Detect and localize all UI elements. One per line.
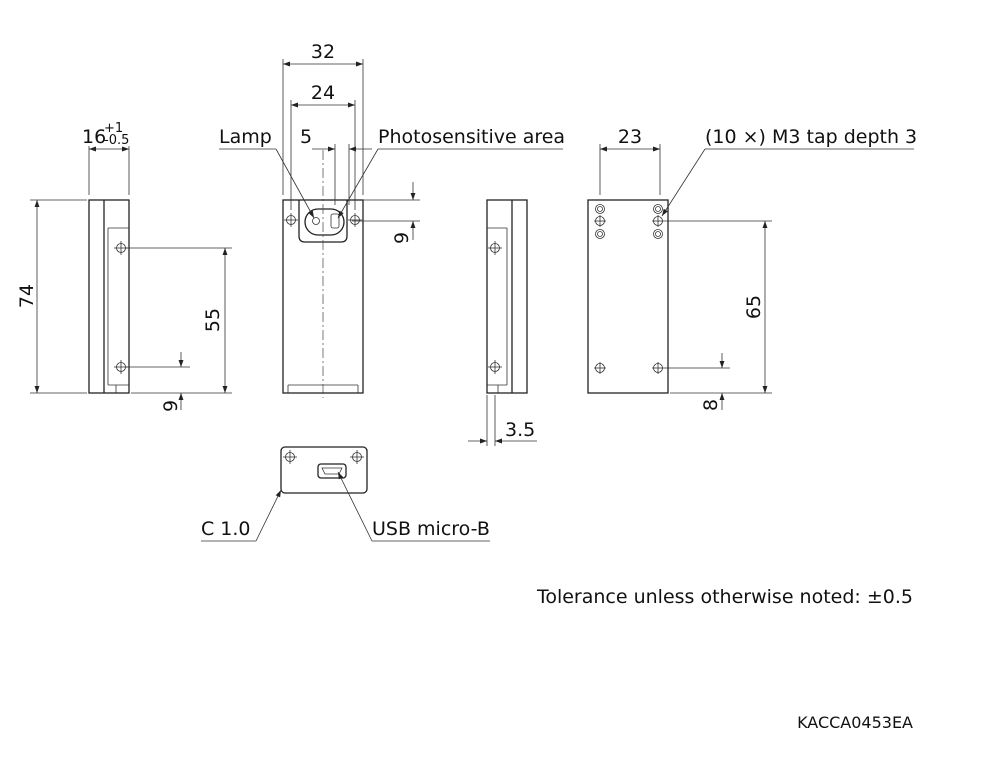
usb-callout: USB micro-B	[337, 471, 490, 542]
thickness-value: 3.5	[505, 419, 535, 441]
side-view-right	[486, 199, 528, 394]
back-width-value: 23	[618, 126, 642, 148]
tolerance-note: Tolerance unless otherwise noted: ±0.5	[536, 586, 913, 608]
lamp-label: Lamp	[219, 126, 272, 148]
side-view-left	[88, 199, 130, 394]
chamfer-label: C 1.0	[201, 518, 251, 540]
dimension-65: 65	[664, 220, 772, 394]
tap-label: (10 ×) M3 tap depth 3	[705, 126, 917, 148]
usb-label: USB micro-B	[372, 518, 490, 540]
dimension-32: 32	[282, 41, 364, 195]
dimension-3-5: 3.5	[468, 395, 537, 446]
back-pitch-value: 65	[743, 295, 765, 319]
tap-hole-icon	[594, 362, 606, 374]
mount-hole-icon	[488, 241, 502, 255]
dimension-8: 8	[700, 353, 725, 411]
dimension-55: 55	[125, 247, 232, 394]
depth-value: 16	[82, 126, 106, 148]
mount-hole-icon	[284, 213, 298, 227]
mount-hole-icon	[350, 450, 364, 464]
front-view	[282, 150, 364, 398]
width-total-value: 32	[311, 41, 335, 63]
lamp-callout: Lamp	[219, 126, 315, 219]
dimension-74: 74	[16, 199, 87, 394]
back-offset-value: 8	[700, 399, 722, 411]
lamp-offset-value: 9	[391, 232, 413, 244]
tap-hole-icon	[653, 204, 663, 214]
usb-port-icon	[317, 463, 347, 479]
mount-hole-icon	[283, 450, 297, 464]
bottom-view	[280, 446, 368, 494]
height-value: 74	[16, 284, 38, 308]
tap-hole-icon	[652, 215, 664, 227]
pitch-left-value: 55	[202, 308, 224, 332]
photosensitive-label: Photosensitive area	[378, 126, 565, 148]
depth-tol-upper: +1	[104, 121, 123, 136]
drawing-code: KACCA0453EA	[797, 713, 913, 732]
tap-hole-icon	[595, 204, 605, 214]
depth-tol-lower: -0.5	[104, 133, 129, 148]
offset-left-value: 9	[160, 400, 182, 412]
dimension-16: 16 +1 -0.5	[82, 121, 130, 195]
dimension-5: 5	[300, 126, 372, 205]
tap-hole-icon	[594, 215, 606, 227]
photosensitive-callout: Photosensitive area	[337, 126, 565, 219]
mount-hole-icon	[348, 213, 362, 227]
dimension-9-front: 9	[352, 182, 420, 244]
dimension-23: 23	[599, 126, 661, 195]
width-5-value: 5	[300, 126, 312, 148]
dimension-24: 24	[290, 82, 356, 210]
tap-hole-icon	[653, 229, 663, 239]
tap-hole-icon	[595, 229, 605, 239]
width-24-value: 24	[311, 82, 335, 104]
tap-hole-icon	[652, 362, 664, 374]
dimension-9-left: 9	[160, 352, 184, 412]
tap-callout: (10 ×) M3 tap depth 3	[661, 126, 917, 217]
mount-hole-icon	[488, 360, 502, 374]
chamfer-callout: C 1.0	[201, 489, 282, 542]
back-view	[587, 199, 669, 394]
